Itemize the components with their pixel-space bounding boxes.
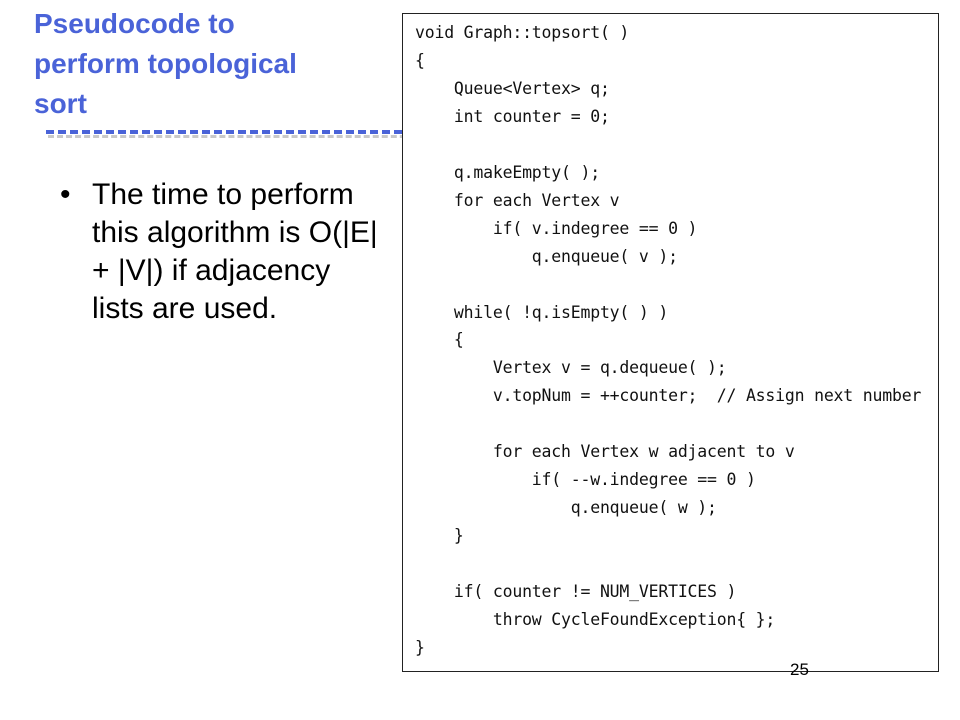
code-line: Queue<Vertex> q; bbox=[415, 78, 610, 98]
code-line: int counter = 0; bbox=[415, 106, 610, 126]
bullet-text-line: this algorithm is O(|E| bbox=[92, 216, 378, 249]
code-line: } bbox=[415, 637, 425, 657]
bullet-item: • The time to perform this algorithm is … bbox=[60, 176, 400, 328]
bullet-list: • The time to perform this algorithm is … bbox=[60, 176, 400, 328]
bullet-text-line: The time to perform bbox=[92, 178, 354, 211]
bullet-text-line: lists are used. bbox=[92, 292, 278, 325]
code-line: } bbox=[415, 526, 464, 546]
code-line: q.makeEmpty( ); bbox=[415, 162, 600, 182]
code-line: for each Vertex w adjacent to v bbox=[415, 442, 795, 462]
page-number: 25 bbox=[790, 660, 809, 679]
code-line: q.enqueue( w ); bbox=[415, 498, 717, 518]
code-line: for each Vertex v bbox=[415, 190, 620, 210]
code-line: q.enqueue( v ); bbox=[415, 246, 678, 266]
code-listing: void Graph::topsort( ){ Queue<Vertex> q;… bbox=[402, 13, 939, 672]
bullet-text: The time to perform this algorithm is O(… bbox=[92, 176, 378, 328]
code-line: throw CycleFoundException{ }; bbox=[415, 609, 776, 629]
slide-title-line: sort bbox=[34, 88, 87, 119]
code-line: Vertex v = q.dequeue( ); bbox=[415, 358, 727, 378]
slide-title-line: Pseudocode to bbox=[34, 8, 235, 39]
code-line: { bbox=[415, 330, 464, 350]
code-line: if( v.indegree == 0 ) bbox=[415, 218, 698, 238]
bullet-text-line: + |V|) if adjacency bbox=[92, 254, 331, 287]
code-line: if( counter != NUM_VERTICES ) bbox=[415, 582, 737, 601]
code-line: { bbox=[415, 50, 425, 70]
code-line: void Graph::topsort( ) bbox=[415, 23, 630, 42]
bullet-marker: • bbox=[60, 178, 71, 211]
code-line: if( --w.indegree == 0 ) bbox=[415, 470, 756, 490]
code-line: while( !q.isEmpty( ) ) bbox=[415, 302, 669, 322]
slide-title-line: perform topological bbox=[34, 48, 297, 79]
code-line: v.topNum = ++counter; // Assign next num… bbox=[415, 386, 922, 406]
slide-title: Pseudocode to perform topological sort bbox=[34, 4, 364, 124]
